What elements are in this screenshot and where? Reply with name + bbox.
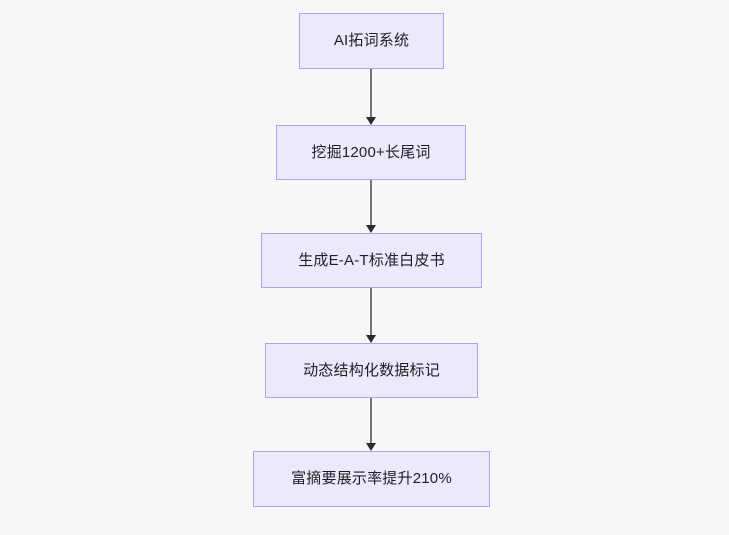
flowchart-node-5[interactable]: 富摘要展示率提升210% [253, 451, 490, 507]
edge-line [370, 398, 372, 444]
arrow-down-icon [366, 443, 376, 451]
flowchart-node-label: 富摘要展示率提升210% [291, 470, 452, 487]
edge-node2-to-node3 [366, 180, 376, 233]
flowchart-node-2[interactable]: 挖掘1200+长尾词 [276, 125, 466, 180]
flowchart-node-label: 生成E-A-T标准白皮书 [298, 251, 445, 269]
flowchart-node-label: AI拓词系统 [333, 32, 410, 49]
edge-node3-to-node4 [366, 288, 376, 343]
arrow-down-icon [366, 225, 376, 233]
flowchart-node-1[interactable]: AI拓词系统 [299, 13, 444, 69]
flowchart-node-label: 动态结构化数据标记 [303, 361, 440, 379]
edge-node4-to-node5 [366, 398, 376, 451]
edge-line [370, 69, 372, 118]
arrow-down-icon [366, 335, 376, 343]
flowchart-node-4[interactable]: 动态结构化数据标记 [265, 343, 478, 398]
arrow-down-icon [366, 117, 376, 125]
edge-line [370, 180, 372, 226]
edge-line [370, 288, 372, 336]
flowchart-node-3[interactable]: 生成E-A-T标准白皮书 [261, 233, 482, 288]
flowchart-node-label: 挖掘1200+长尾词 [311, 143, 431, 161]
edge-node1-to-node2 [366, 69, 376, 125]
